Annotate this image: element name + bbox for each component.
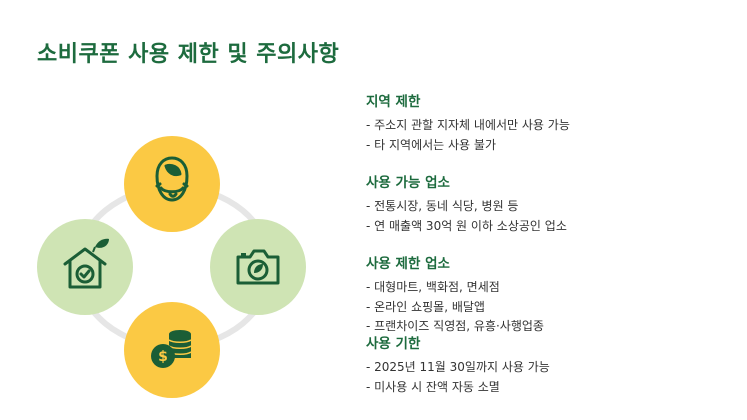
node-eco-home xyxy=(37,219,133,315)
section-heading: 지역 제한 xyxy=(366,94,421,110)
node-eco-person xyxy=(124,136,220,232)
list-item: - 프랜차이즈 직영점, 유흥·사행업종 xyxy=(366,319,544,333)
node-eco-camera xyxy=(210,219,306,315)
list-item: - 주소지 관할 지자체 내에서만 사용 가능 xyxy=(366,118,570,132)
section-heading: 사용 기한 xyxy=(366,336,421,352)
list-item: - 연 매출액 30억 원 이하 소상공인 업소 xyxy=(366,218,567,233)
money-coins-icon: $ xyxy=(151,330,192,368)
eco-camera-icon xyxy=(236,249,280,285)
eco-home-icon xyxy=(63,238,109,289)
list-item: - 대형마트, 백화점, 면세점 xyxy=(366,280,500,294)
section-deadline: 사용 기한 - 2025년 11월 30일까지 사용 가능 - 미사용 시 잔액… xyxy=(366,334,550,397)
section-heading: 사용 제한 업소 xyxy=(366,256,450,272)
section-allowed-stores: 사용 가능 업소 - 전통시장, 동네 식당, 병원 등 - 연 매출액 30억… xyxy=(366,173,567,236)
node-money: $ xyxy=(124,302,220,398)
list-item: - 타 지역에서는 사용 불가 xyxy=(366,137,496,152)
list-item: - 온라인 쇼핑몰, 배달앱 xyxy=(366,299,485,314)
cycle-diagram: $ xyxy=(0,0,360,420)
list-item: - 2025년 11월 30일까지 사용 가능 xyxy=(366,360,550,374)
list-item: - 전통시장, 동네 식당, 병원 등 xyxy=(366,199,519,213)
section-heading: 사용 가능 업소 xyxy=(366,175,450,191)
page-title: 소비쿠폰 사용 제한 및 주의사항 xyxy=(37,42,340,67)
section-region: 지역 제한 - 주소지 관할 지자체 내에서만 사용 가능 - 타 지역에서는 … xyxy=(366,92,570,155)
list-item: - 미사용 시 잔액 자동 소멸 xyxy=(366,379,500,394)
eco-person-icon xyxy=(155,156,189,202)
svg-text:$: $ xyxy=(158,349,168,365)
section-restricted-stores: 사용 제한 업소 - 대형마트, 백화점, 면세점 - 온라인 쇼핑몰, 배달앱… xyxy=(366,254,544,337)
